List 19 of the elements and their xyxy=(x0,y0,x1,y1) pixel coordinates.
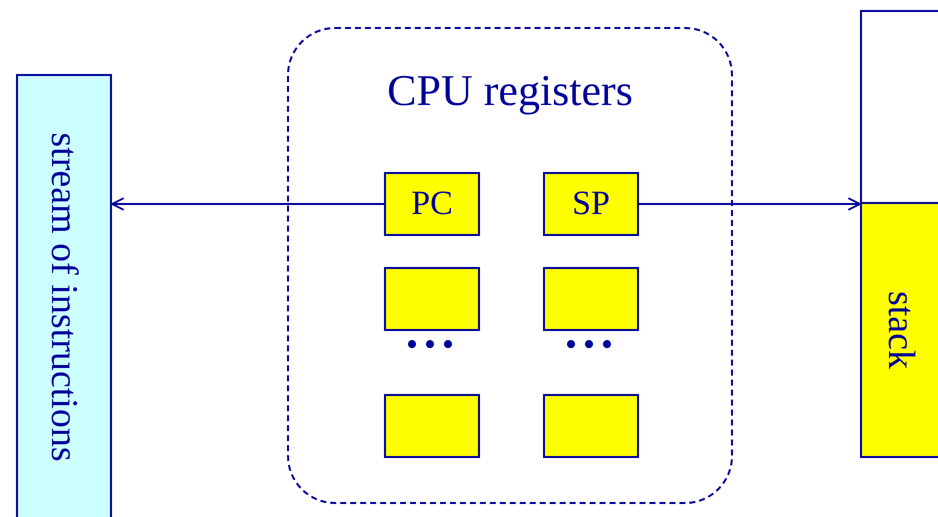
register-box xyxy=(543,267,639,331)
vertical-label: stream of instructions xyxy=(45,132,83,462)
register-box xyxy=(543,172,639,236)
arrow xyxy=(111,197,384,211)
arrow xyxy=(639,197,861,211)
register-group xyxy=(287,27,733,504)
register-box xyxy=(384,394,480,458)
register-box xyxy=(384,172,480,236)
register-label: SP xyxy=(572,187,610,221)
register-box xyxy=(543,394,639,458)
register-box xyxy=(384,267,480,331)
instruction-stream-box xyxy=(16,74,112,517)
vertical-label: stack xyxy=(882,290,920,370)
ellipsis: • • • xyxy=(566,330,612,360)
register-label: PC xyxy=(411,187,453,221)
ellipsis: • • • xyxy=(406,330,454,360)
memory-box xyxy=(860,10,938,456)
group-title: CPU registers xyxy=(387,69,633,113)
stack-box xyxy=(860,202,938,458)
